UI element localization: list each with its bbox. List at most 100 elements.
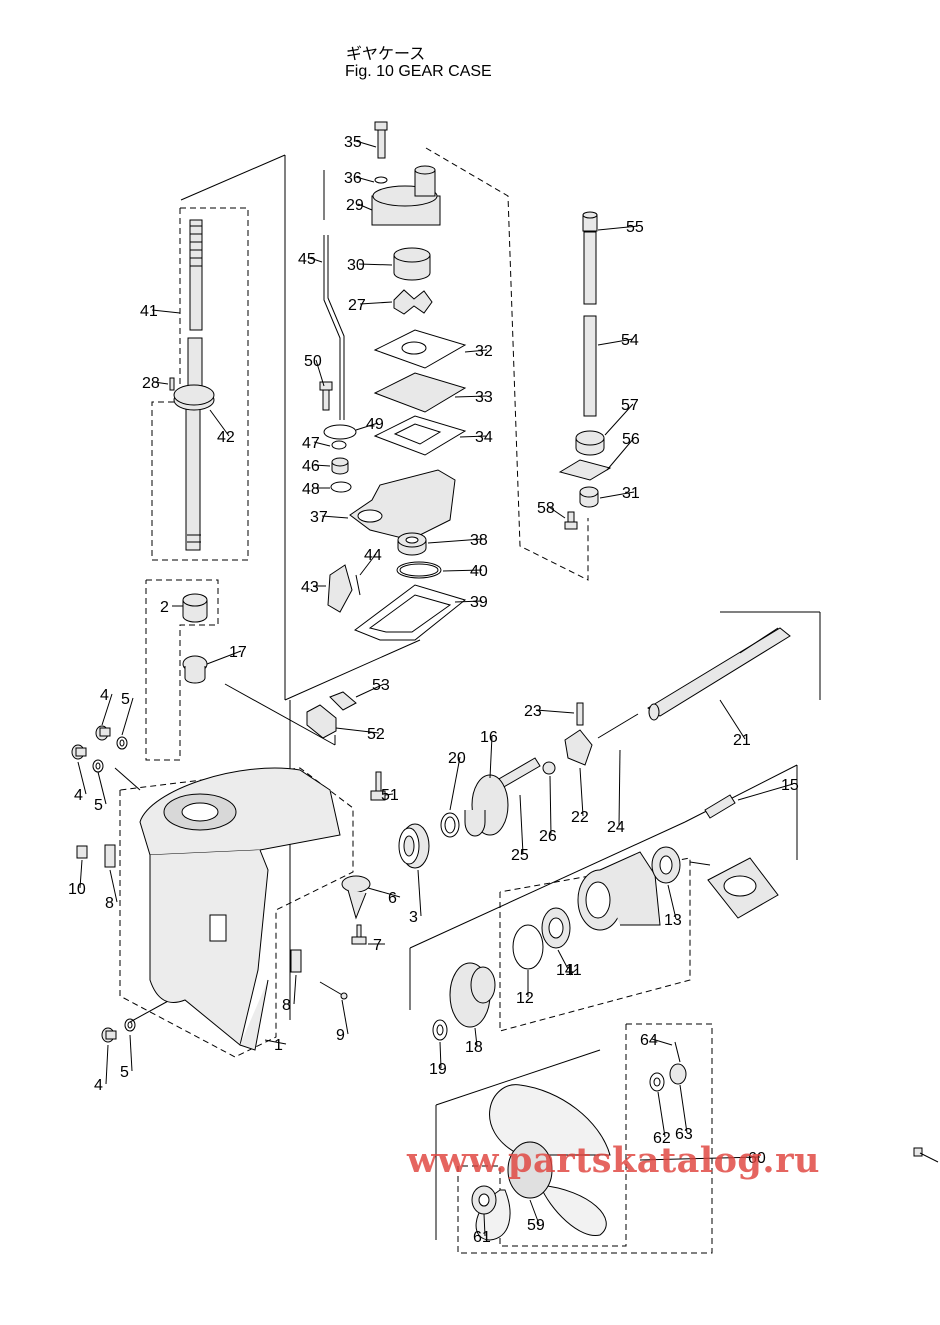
callout-33: 33 [475, 389, 493, 406]
callout-30: 30 [347, 257, 365, 274]
leader-line-56 [606, 437, 635, 471]
callout-43: 43 [301, 579, 319, 596]
callout-5: 5 [121, 691, 130, 708]
propeller-59 [475, 1084, 611, 1241]
leader-line-33 [454, 395, 488, 398]
bolt-50 [319, 381, 333, 411]
leader-line-26 [549, 775, 552, 836]
figure-title: Fig. 10 GEAR CASE [345, 63, 492, 80]
leader-line-8 [293, 974, 297, 1005]
leader-line-11 [569, 968, 578, 976]
bracket-43 [327, 564, 353, 613]
cross-pin-23 [576, 702, 584, 726]
callout-41: 41 [140, 303, 158, 320]
callout-27: 27 [348, 297, 366, 314]
callout-57: 57 [621, 397, 639, 414]
clip-8-b [290, 949, 302, 973]
leader-line-42 [209, 409, 230, 437]
cotter-pin-64 [674, 1041, 681, 1063]
leader-line-51 [384, 793, 394, 796]
callout-1: 1 [274, 1037, 283, 1054]
nut-10 [76, 845, 88, 859]
callout-37: 37 [310, 509, 328, 526]
callout-19: 19 [429, 1061, 447, 1078]
leader-line-17 [206, 650, 242, 665]
callout-13: 13 [664, 912, 682, 929]
plate-33 [373, 372, 467, 413]
bolt-4-a [95, 725, 111, 741]
callout-53: 53 [372, 677, 390, 694]
leader-line-55 [597, 225, 639, 231]
callout-26: 26 [539, 828, 557, 845]
leader-line-58 [548, 506, 566, 519]
watermark-text: www.partskatalog.ru [407, 1140, 820, 1181]
bearing-14 [541, 907, 571, 949]
pump-case-29 [371, 165, 441, 226]
leader-line-41 [151, 309, 181, 314]
gasket-32 [373, 329, 467, 369]
callout-2: 2 [160, 599, 169, 616]
leader-line-1 [264, 1039, 287, 1045]
bolt-4-c [101, 1027, 117, 1043]
bolt-offpage [913, 1147, 939, 1163]
oring-12 [512, 924, 544, 970]
callout-4: 4 [94, 1077, 103, 1094]
callout-8: 8 [282, 997, 291, 1014]
callout-35: 35 [344, 134, 362, 151]
callout-16: 16 [480, 729, 498, 746]
bolt-7 [351, 924, 367, 945]
callout-50: 50 [304, 353, 322, 370]
leader-line-25 [519, 794, 524, 855]
callout-60: 60 [748, 1150, 766, 1167]
callout-38: 38 [470, 532, 488, 549]
leader-line-24 [618, 749, 621, 827]
gasket-39 [353, 584, 467, 641]
callout-61: 61 [473, 1229, 491, 1246]
callout-45: 45 [298, 251, 316, 268]
anode-6 [341, 875, 371, 920]
insert-30 [393, 247, 431, 281]
gear-case-1 [139, 767, 341, 1051]
leader-line-30 [358, 263, 393, 266]
leader-line-45 [309, 257, 323, 263]
nut-63 [669, 1063, 687, 1085]
leader-line-57 [604, 403, 634, 436]
leader-line-49 [355, 422, 379, 431]
callout-51: 51 [381, 787, 399, 804]
shift-rod-45 [323, 170, 345, 420]
callout-25: 25 [511, 847, 529, 864]
callout-62: 62 [653, 1130, 671, 1147]
leader-line-27 [359, 301, 393, 305]
leader-line-63 [679, 1084, 688, 1134]
bearing-38 [397, 532, 427, 556]
callout-31: 31 [622, 485, 640, 502]
leader-line-6 [367, 887, 401, 898]
leader-line-34 [459, 435, 488, 438]
washer-47 [331, 440, 347, 450]
spring-24 [597, 713, 639, 739]
bolt-4-b [71, 744, 87, 760]
propeller-shaft-21 [647, 627, 791, 721]
callout-4: 4 [74, 787, 83, 804]
plate-56 [558, 459, 612, 481]
leader-line-54 [597, 338, 634, 346]
leader-line-35 [355, 140, 377, 148]
shift-rod-54 [583, 231, 597, 417]
washer-5-a [116, 736, 128, 750]
leader-line-36 [355, 176, 375, 183]
callout-49: 49 [366, 416, 384, 433]
bushing-2 [182, 593, 208, 623]
clip-8-a [104, 844, 116, 868]
callout-44: 44 [364, 547, 382, 564]
leader-line-14 [557, 949, 569, 970]
pinion-gear-17 [182, 655, 208, 684]
callout-5: 5 [94, 797, 103, 814]
leader-line-19 [439, 1041, 442, 1069]
screw-58 [564, 511, 578, 530]
pin-44 [355, 574, 361, 596]
impeller-27 [393, 289, 433, 315]
washer-5-c [124, 1018, 136, 1032]
leader-line-31 [599, 491, 635, 499]
callout-29: 29 [346, 197, 364, 214]
